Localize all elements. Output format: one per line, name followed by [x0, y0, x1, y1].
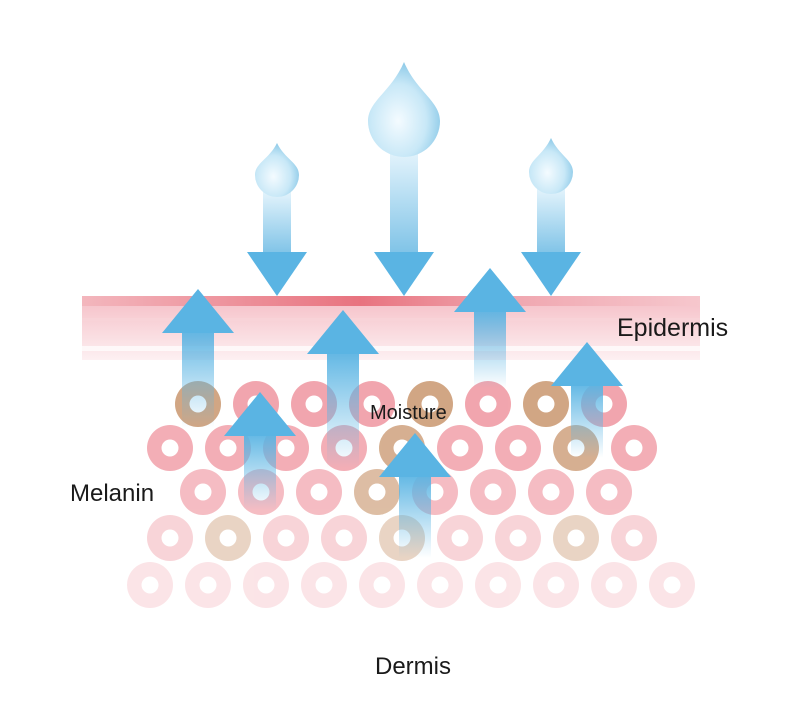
cell	[470, 469, 516, 515]
droplet-down-arrow	[247, 143, 307, 296]
cell	[180, 469, 226, 515]
cell	[495, 515, 541, 561]
water-droplet	[368, 62, 440, 157]
cell	[495, 425, 541, 471]
water-droplet	[255, 143, 299, 197]
droplet-arrows	[247, 62, 581, 296]
cell	[263, 515, 309, 561]
cell	[528, 469, 574, 515]
cell	[611, 425, 657, 471]
cell	[359, 562, 405, 608]
cell	[523, 381, 569, 427]
melanin-label: Melanin	[70, 480, 154, 508]
epidermis-label: Epidermis	[617, 314, 728, 343]
cell	[533, 562, 579, 608]
cell	[586, 469, 632, 515]
droplet-down-arrow	[521, 138, 581, 296]
cell	[205, 515, 251, 561]
dermis-label: Dermis	[375, 653, 451, 681]
cell	[475, 562, 521, 608]
cell	[649, 562, 695, 608]
cell	[301, 562, 347, 608]
cell	[611, 515, 657, 561]
cell	[243, 562, 289, 608]
moisture-label: Moisture	[370, 402, 447, 425]
cell	[591, 562, 637, 608]
water-droplet	[529, 138, 573, 194]
cell	[185, 562, 231, 608]
cell	[417, 562, 463, 608]
cell	[321, 515, 367, 561]
cell	[147, 515, 193, 561]
cell	[437, 425, 483, 471]
cell	[296, 469, 342, 515]
cell	[437, 515, 483, 561]
droplet-down-arrow	[368, 62, 440, 296]
cell	[553, 515, 599, 561]
cell	[147, 425, 193, 471]
cell	[127, 562, 173, 608]
